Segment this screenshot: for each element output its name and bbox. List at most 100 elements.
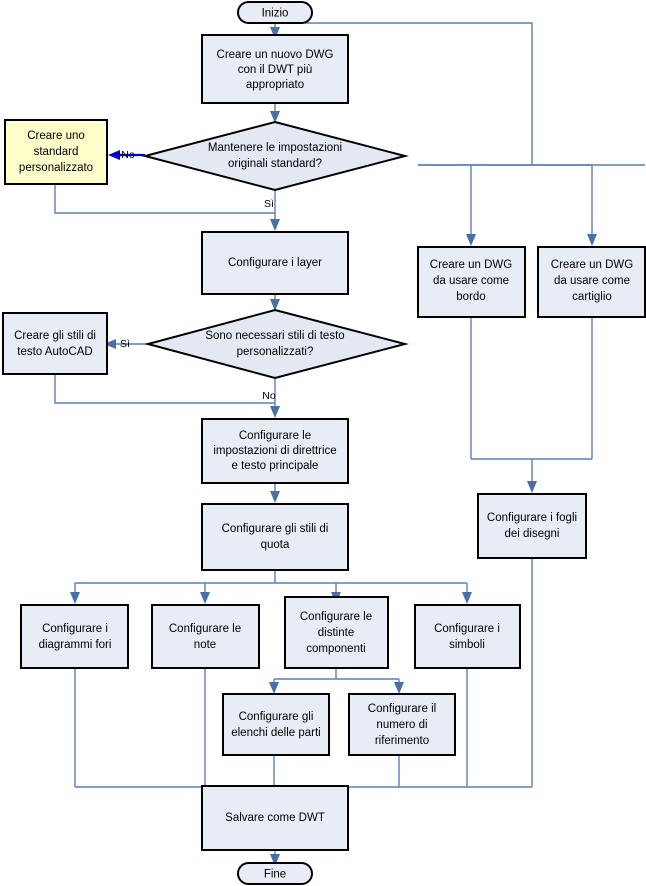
node-create-dwg[interactable]: Creare un nuovo DWG con il DWT più appro… bbox=[201, 34, 349, 104]
dwg-titleblock-line2: da usare come bbox=[554, 275, 630, 287]
save-dwt-shape bbox=[201, 785, 349, 851]
arrowhead-config-symbols bbox=[462, 592, 472, 604]
config-leader-line1: Configurare le bbox=[239, 430, 311, 442]
config-parts-lists-shape bbox=[222, 693, 330, 756]
node-config-hole-charts[interactable]: Configurare i diagrammi fori bbox=[20, 604, 129, 669]
config-bom-line1: Configurare le bbox=[300, 611, 372, 623]
arrowhead-config-dim-styles bbox=[270, 491, 280, 503]
create-dwg-line2: con il DWT più bbox=[238, 64, 313, 76]
node-config-sheets[interactable]: Configurare i fogli dei disegni bbox=[477, 493, 587, 559]
edge-custom-standard-rejoin bbox=[54, 184, 275, 214]
node-config-parts-lists[interactable]: Configurare gli elenchi delle parti bbox=[222, 693, 330, 756]
edge-dim-fanout bbox=[74, 570, 468, 597]
node-need-text-styles[interactable]: Sono necessari stili di testo personaliz… bbox=[144, 308, 409, 380]
edge-label-decision2-no: No bbox=[262, 390, 276, 402]
config-sheets-line1: Configurare i fogli bbox=[487, 512, 577, 524]
config-ref-number-line2: numero di bbox=[376, 719, 427, 731]
config-symbols-line2: simboli bbox=[449, 639, 485, 651]
need-text-styles-line2: personalizzati? bbox=[237, 346, 314, 358]
node-save-dwt[interactable]: Salvare come DWT bbox=[201, 785, 349, 851]
arrowhead-dwg-titleblock bbox=[587, 234, 597, 246]
dwg-border-line1: Creare un DWG bbox=[430, 259, 512, 271]
arrowhead-config-sheets bbox=[527, 481, 537, 493]
config-leader-shape bbox=[201, 418, 349, 484]
node-config-notes[interactable]: Configurare le note bbox=[151, 604, 260, 669]
edge-right-merge-to-sheets bbox=[470, 317, 593, 486]
config-hole-charts-line2: diagrammi fori bbox=[39, 639, 112, 651]
config-bom-line3: componenti bbox=[306, 643, 365, 655]
node-config-dim-styles[interactable]: Configurare gli stili di quota bbox=[201, 503, 349, 571]
node-keep-standard[interactable]: Mantenere le impostazioni originali stan… bbox=[141, 120, 409, 192]
end-shape bbox=[237, 862, 313, 885]
dwg-border-shape bbox=[417, 246, 526, 318]
node-dwg-border[interactable]: Creare un DWG da usare come bordo bbox=[417, 246, 526, 318]
config-notes-shape bbox=[151, 604, 260, 669]
dwg-titleblock-line1: Creare un DWG bbox=[551, 259, 633, 271]
config-ref-number-line1: Configurare il bbox=[368, 703, 436, 715]
end-label: Fine bbox=[264, 869, 286, 881]
node-dwg-titleblock[interactable]: Creare un DWG da usare come cartiglio bbox=[537, 246, 646, 318]
arrowhead-config-notes bbox=[200, 592, 210, 604]
config-notes-line1: Configurare le bbox=[169, 623, 241, 635]
arrowhead-config-parts-lists bbox=[269, 682, 279, 694]
custom-standard-line1: Creare uno bbox=[27, 130, 85, 142]
keep-standard-line2: originali standard? bbox=[228, 158, 322, 170]
arrowhead-custom-standard bbox=[108, 150, 120, 160]
arrowhead-decision1 bbox=[270, 111, 280, 123]
create-text-styles-line1: Creare gli stili di bbox=[14, 330, 96, 342]
config-parts-lists-line1: Configurare gli bbox=[239, 711, 314, 723]
node-config-layer[interactable]: Configurare i layer bbox=[201, 231, 349, 295]
config-sheets-shape bbox=[477, 493, 587, 559]
edge-create-text-styles-rejoin bbox=[54, 374, 275, 404]
node-end[interactable]: Fine bbox=[237, 862, 313, 885]
arrowhead-config-layer bbox=[270, 219, 280, 231]
create-dwg-line1: Creare un nuovo DWG bbox=[217, 49, 334, 61]
config-layer-shape bbox=[201, 231, 349, 295]
node-config-symbols[interactable]: Configurare i simboli bbox=[414, 604, 521, 669]
dwg-titleblock-line3: cartiglio bbox=[572, 291, 612, 303]
custom-standard-shape bbox=[4, 119, 108, 185]
node-create-text-styles[interactable]: Creare gli stili di testo AutoCAD bbox=[2, 312, 108, 375]
config-bom-shape bbox=[284, 596, 389, 669]
config-layer-line1: Configurare i layer bbox=[228, 257, 322, 269]
custom-standard-line3: personalizzato bbox=[19, 162, 93, 174]
config-hole-charts-line1: Configurare i bbox=[42, 623, 108, 635]
dwg-border-line2: da usare come bbox=[433, 275, 509, 287]
arrowhead-end bbox=[270, 854, 280, 866]
arrowhead-config-hole-charts bbox=[70, 592, 80, 604]
arrowhead-create-text-styles bbox=[104, 339, 116, 349]
config-leader-line3: e testo principale bbox=[232, 460, 319, 472]
create-text-styles-shape bbox=[2, 312, 108, 375]
config-symbols-shape bbox=[414, 604, 521, 669]
node-config-leader[interactable]: Configurare le impostazioni di direttric… bbox=[201, 418, 349, 484]
node-custom-standard[interactable]: Creare uno standard personalizzato bbox=[4, 119, 108, 185]
node-config-bom[interactable]: Configurare le distinte componenti bbox=[284, 596, 389, 669]
config-symbols-line1: Configurare i bbox=[434, 623, 500, 635]
config-bom-line2: distinte bbox=[318, 627, 354, 639]
config-notes-line2: note bbox=[194, 639, 216, 651]
edge-label-decision1-yes: Sì bbox=[264, 198, 274, 210]
edge-bom-fanout bbox=[273, 668, 400, 687]
config-dim-styles-line2: quota bbox=[261, 539, 290, 551]
config-dim-styles-shape bbox=[201, 503, 349, 571]
config-dim-styles-line1: Configurare gli stili di bbox=[222, 523, 329, 535]
config-sheets-line2: dei disegni bbox=[505, 528, 560, 540]
save-dwt-line1: Salvare come DWT bbox=[225, 812, 325, 824]
config-hole-charts-shape bbox=[20, 604, 129, 669]
arrowhead-dwg-border bbox=[466, 234, 476, 246]
arrowhead-decision2 bbox=[270, 299, 280, 311]
node-config-ref-number[interactable]: Configurare il numero di riferimento bbox=[348, 693, 456, 756]
edge-label-decision2-yes: Sì bbox=[120, 338, 130, 350]
create-text-styles-line2: testo AutoCAD bbox=[17, 346, 92, 358]
config-parts-lists-line2: elenchi delle parti bbox=[231, 727, 321, 739]
create-dwg-shape bbox=[201, 34, 349, 104]
arrowhead-create-dwg bbox=[270, 27, 280, 39]
need-text-styles-shape bbox=[144, 308, 409, 380]
edge-label-decision1-no: No bbox=[121, 149, 135, 161]
connector-layer: No Sì Sì No bbox=[54, 22, 645, 866]
node-start[interactable]: Inizio bbox=[237, 1, 313, 24]
config-ref-number-line3: riferimento bbox=[375, 735, 429, 747]
create-dwg-line3: appropriato bbox=[246, 79, 304, 91]
